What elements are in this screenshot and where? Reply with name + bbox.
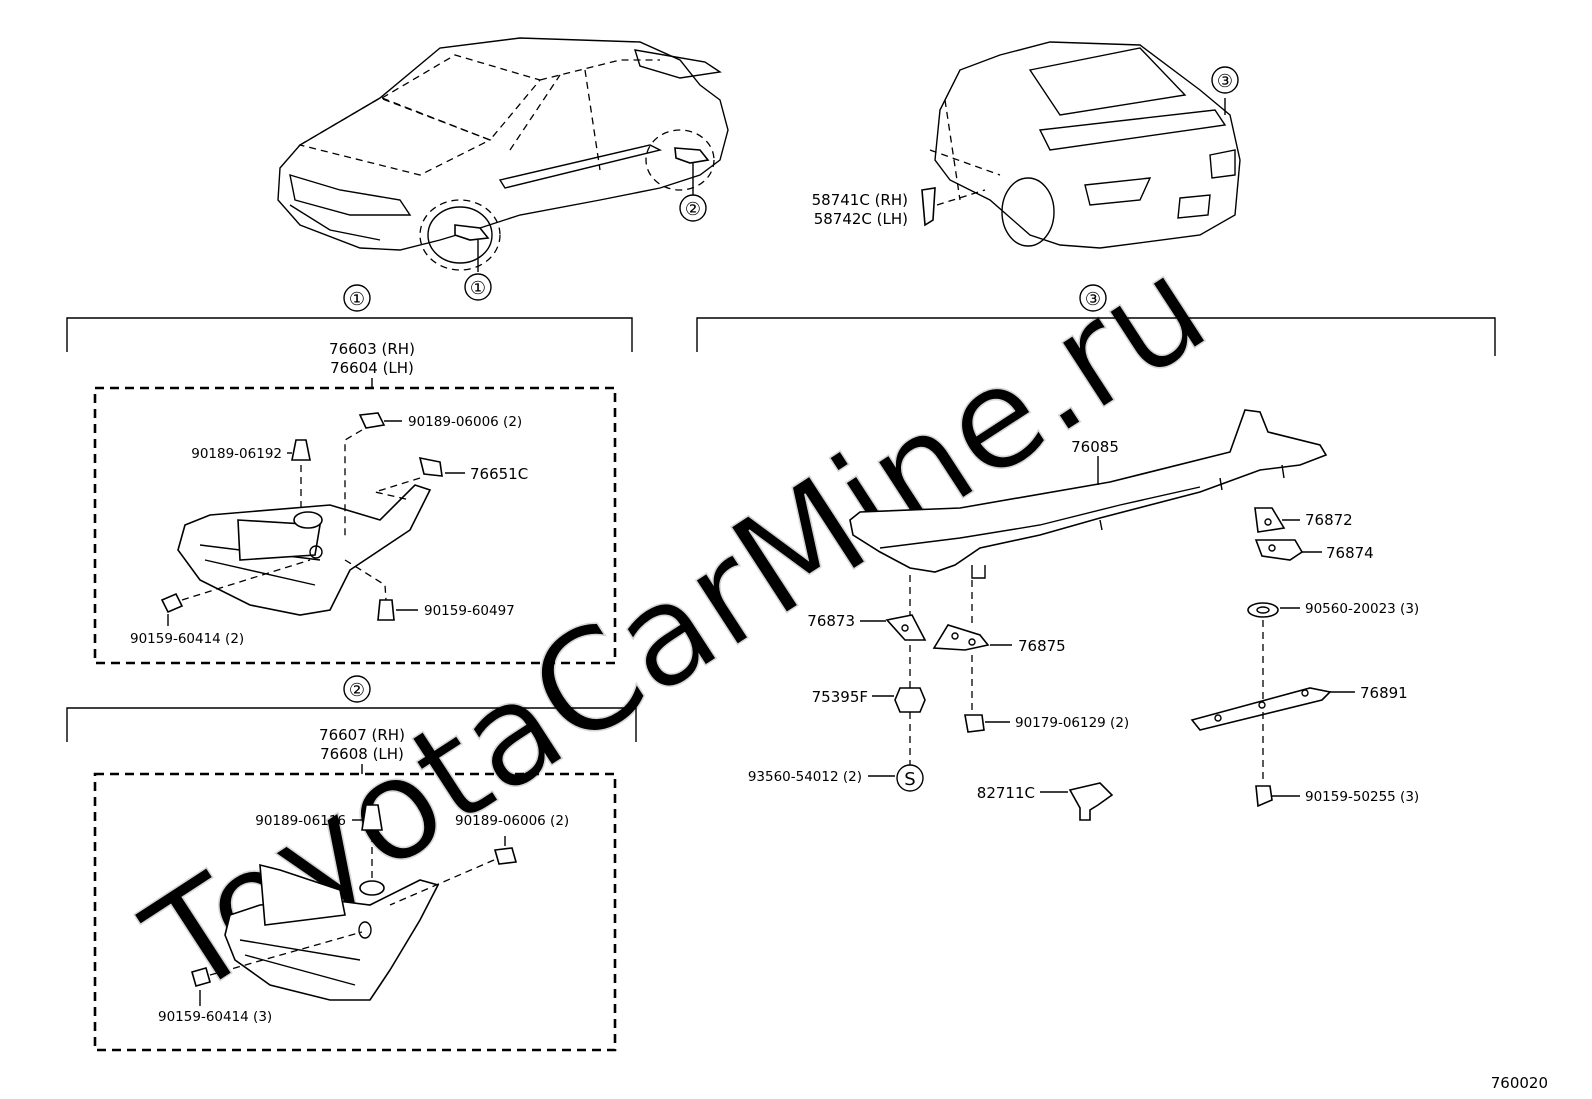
callout-1-car: ①: [470, 278, 486, 299]
section-2-marker: ②: [349, 680, 365, 701]
label-90189-06006-s1: 90189-06006 (2): [408, 414, 522, 430]
section-1-title-rh: 76603 (RH): [329, 340, 415, 358]
callout-2-car: ②: [685, 199, 701, 220]
rear-spoiler: [849, 409, 1328, 573]
label-90189-06006-s2: 90189-06006 (2): [455, 813, 569, 829]
section-3-marker: ③: [1085, 289, 1101, 310]
label-90189-06192: 90189-06192: [191, 446, 282, 462]
label-90560-20023: 90560-20023 (3): [1305, 601, 1419, 617]
label-93560-54012: 93560-54012 (2): [748, 769, 862, 785]
label-82711c: 82711C: [977, 784, 1035, 802]
section-1-marker: ①: [349, 289, 365, 310]
car-front-view: ① ②: [277, 37, 729, 301]
label-76651c: 76651C: [470, 465, 528, 483]
section-1: ① 76603 (RH) 76604 (LH) 90189-06006 (2) …: [66, 284, 633, 665]
label-76873: 76873: [807, 612, 855, 630]
label-75395f: 75395F: [812, 688, 868, 706]
s-mark: S: [904, 769, 915, 790]
label-90189-06116: 90189-06116: [255, 813, 346, 829]
section-3: ③ 76085 76872 76874 90560-20023 (3) 7687…: [696, 284, 1496, 821]
label-76874: 76874: [1326, 544, 1374, 562]
label-76875: 76875: [1018, 637, 1066, 655]
label-90159-60414-s1: 90159-60414 (2): [130, 631, 244, 647]
figure-id: 760020: [1491, 1074, 1548, 1092]
label-76891: 76891: [1360, 684, 1408, 702]
label-90159-60497: 90159-60497: [424, 603, 515, 619]
section-2-title-rh: 76607 (RH): [319, 726, 405, 744]
label-90159-50255: 90159-50255 (3): [1305, 789, 1419, 805]
car-rear-view: ③ 58741C (RH) 58742C (LH): [812, 41, 1241, 249]
callout-3-car: ③: [1217, 71, 1233, 92]
section-1-title-lh: 76604 (LH): [330, 359, 414, 377]
label-58742c: 58742C (LH): [814, 210, 908, 228]
label-90159-60414-s2: 90159-60414 (3): [158, 1009, 272, 1025]
section-2-title-lh: 76608 (LH): [320, 745, 404, 763]
label-76085: 76085: [1071, 438, 1119, 456]
label-90179-06129: 90179-06129 (2): [1015, 715, 1129, 731]
label-58741c: 58741C (RH): [812, 191, 908, 209]
section-2: ② 76607 (RH) 76608 (LH) 90189-06116 9018…: [66, 675, 637, 1052]
label-76872: 76872: [1305, 511, 1353, 529]
